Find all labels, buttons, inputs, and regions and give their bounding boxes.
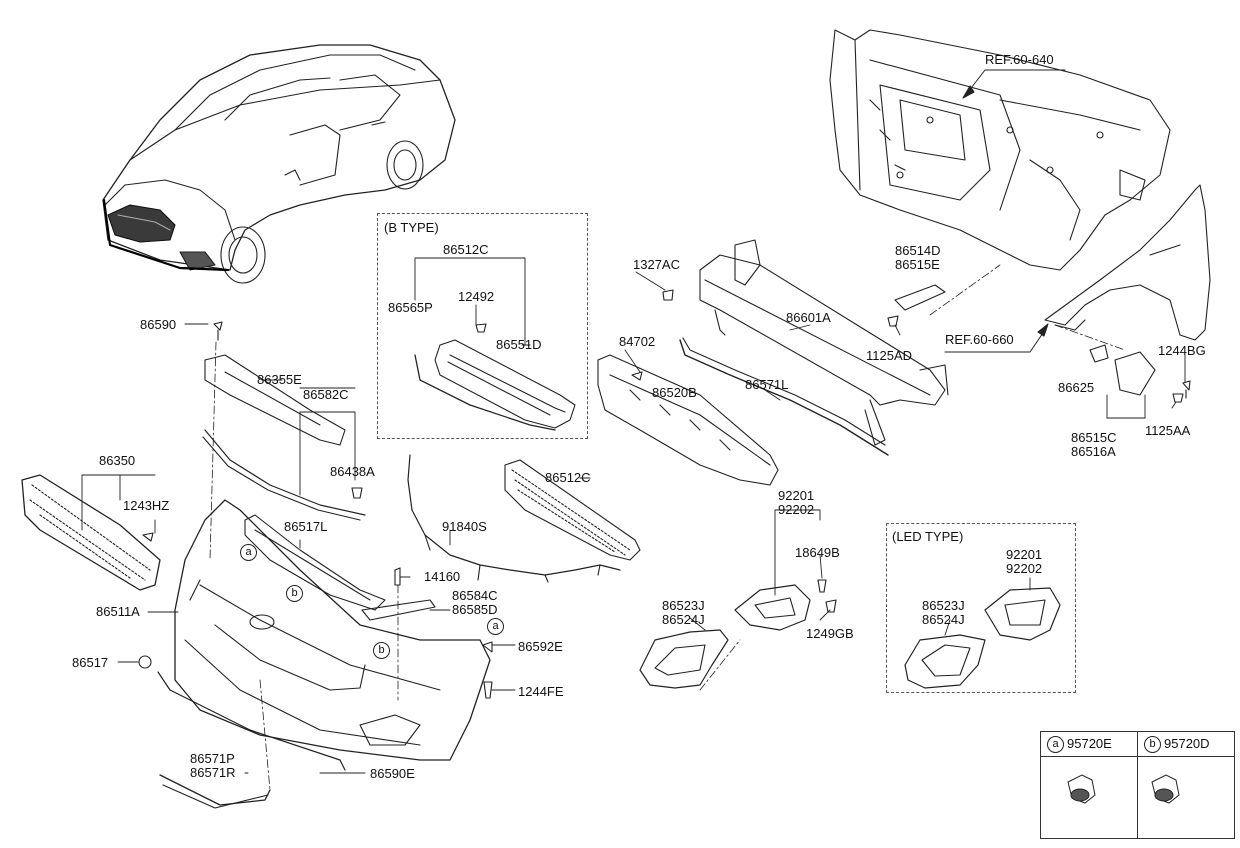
part-label: 86585D [452,602,498,617]
part-label: 86511A [96,604,140,619]
part-label: 86625 [1058,380,1095,395]
legend-mark-b: b [1144,736,1161,753]
part-label: 86592E [518,639,563,654]
callout-a: a [487,618,504,635]
part-label: 86523J [662,598,705,613]
part-label: 86601A [786,310,831,325]
legend-cell-b: b 95720D [1138,732,1234,838]
legend-table: a 95720E b 95720D [1040,731,1235,839]
part-label: 14160 [424,569,461,584]
part-label: 18649B [795,545,840,560]
part-label: 86516A [1071,444,1116,459]
led-type-title: (LED TYPE) [892,529,964,544]
part-label: 92201 [1006,547,1043,562]
part-label: 1125AA [1145,423,1191,438]
part-label: 86590 [140,317,177,332]
alignment-lines [209,264,1126,791]
part-label: 86355E [257,372,302,387]
upper-bracket [204,354,346,446]
side-grille [21,474,161,591]
part-label: 1327AC [633,257,680,272]
part-label: 86523J [922,598,965,613]
part-label: 86512C [443,242,489,257]
fog-lamp-cover [639,629,729,689]
part-label: 12492 [458,289,495,304]
part-label: 86350 [99,453,136,468]
part-label: 86571R [190,765,236,780]
car-illustration [102,44,456,284]
legend-code-b: 95720D [1164,736,1210,751]
part-label: 1243HZ [123,498,170,513]
legend-mark-a: a [1047,736,1064,753]
b-type-box [377,213,588,439]
part-label: 86590E [370,766,415,781]
fasteners [138,289,1191,699]
lower-lip [159,774,271,806]
lower-strip [679,339,889,456]
callout-a: a [240,544,257,561]
led-type-box [886,523,1076,693]
part-label: 86524J [922,612,965,627]
part-label: 86515C [1071,430,1117,445]
legend-connectors [1067,774,1180,804]
part-label: 84702 [619,334,656,349]
part-label: 86514D [895,243,941,258]
part-label: 92202 [778,502,815,517]
part-label: 86565P [388,300,433,315]
b-type-title: (B TYPE) [384,220,439,235]
part-label: 1125AD [866,348,913,363]
part-label: 92202 [1006,561,1043,576]
part-label: 86515E [895,257,940,272]
part-label: 92201 [778,488,815,503]
part-label: 86517L [284,519,328,534]
leader-lines [81,257,1186,774]
part-label: 86512C [545,470,591,485]
b-type-grille [414,339,576,431]
reinforcement-beam [699,239,949,446]
part-label: 1244FE [518,684,564,699]
ref-label-60-660: REF.60-660 [945,332,1014,347]
part-label: 86582C [303,387,349,402]
legend-code-a: 95720E [1067,736,1112,751]
part-label: 86571L [745,377,789,392]
callout-b: b [286,585,303,602]
part-label: 91840S [442,519,487,534]
part-label: 86551D [496,337,542,352]
part-label: 1244BG [1158,343,1206,358]
fender [1044,184,1211,341]
callout-b: b [373,642,390,659]
part-label: 86571P [190,751,235,766]
part-label: 1249GB [806,626,854,641]
center-grille [504,459,641,561]
front-bumper [174,499,491,761]
ref-label-60-640: REF.60-640 [985,52,1054,67]
fog-lamp-bezel [734,584,811,631]
part-label: 86438A [330,464,375,479]
part-label: 86520B [652,385,697,400]
energy-absorber [597,354,779,486]
radiator-support [829,29,1171,271]
part-label: 86584C [452,588,498,603]
led-fog-lamp [904,587,1061,689]
part-label: 86517 [72,655,109,670]
bumper-bracket [244,514,386,611]
legend-cell-a: a 95720E [1041,732,1137,838]
part-label: 86524J [662,612,705,627]
